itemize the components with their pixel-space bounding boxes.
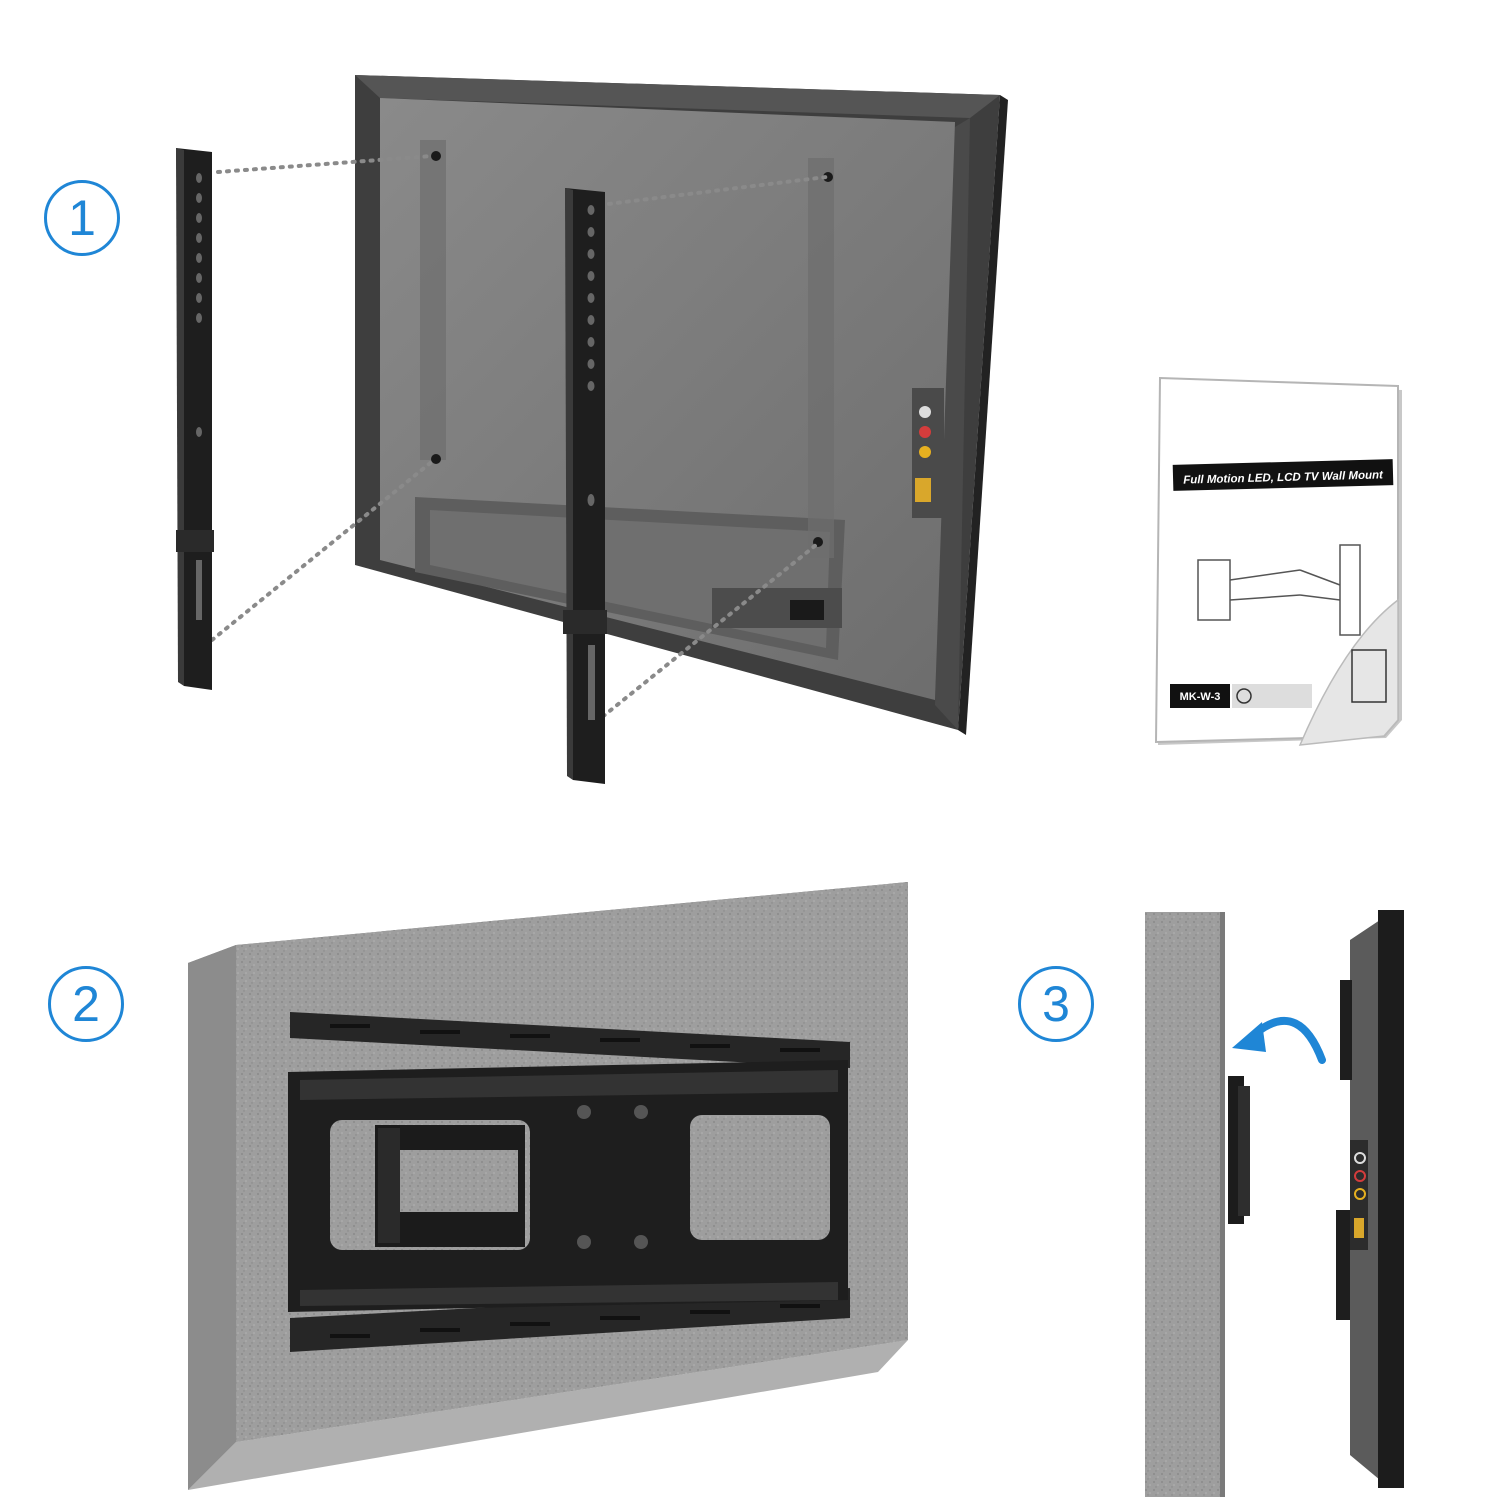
- mounting-bracket-left: [176, 148, 214, 690]
- wall-side-view: [1145, 912, 1225, 1497]
- step-3-badge: 3: [1018, 966, 1094, 1042]
- mounting-bracket-right: [563, 188, 607, 784]
- wall-plate: [288, 1012, 850, 1352]
- manual-booklet-icon: Full Motion LED, LCD TV Wall Mount MK-W-…: [1154, 376, 1402, 746]
- alignment-lines: [210, 154, 828, 724]
- tv-back-icon: [355, 75, 1008, 735]
- tv-side-view: [1336, 910, 1404, 1488]
- manual-title: Full Motion LED, LCD TV Wall Mount: [1183, 469, 1384, 486]
- manual-model: MK-W-3: [1180, 691, 1221, 703]
- step-2-badge: 2: [48, 966, 124, 1042]
- step-1-badge: 1: [44, 180, 120, 256]
- curved-arrow-icon: [1232, 1016, 1326, 1064]
- wall-plate-side: [1228, 1076, 1250, 1224]
